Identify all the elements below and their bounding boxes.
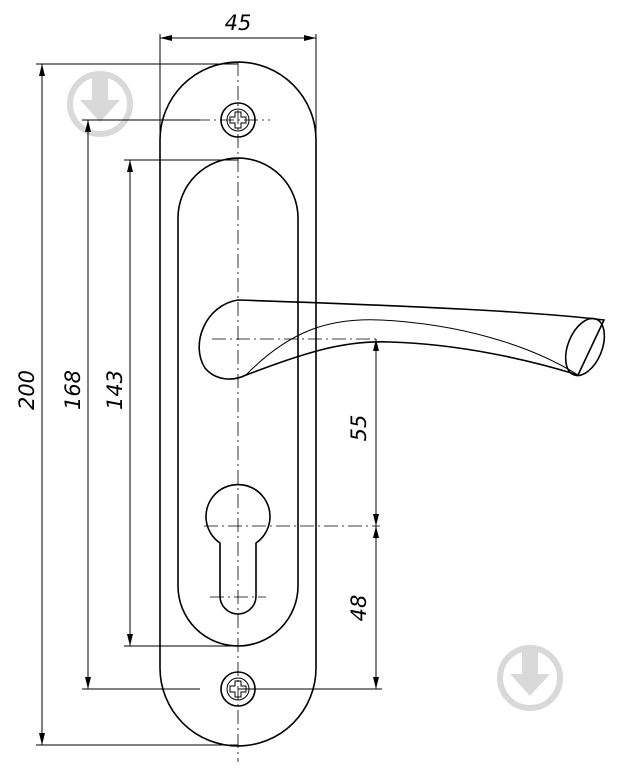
dimension-cylinder-to-screw: 48 <box>238 526 382 690</box>
dimension-handle-to-cylinder: 55 <box>347 339 379 526</box>
dimension-inner-plate-height-label: 143 <box>103 370 127 410</box>
cylinder-keyhole <box>204 483 380 615</box>
dimension-cylinder-to-screw-label: 48 <box>347 595 371 622</box>
download-arrow-icon <box>497 645 563 711</box>
inner-raised-plate <box>177 157 299 647</box>
phillips-screw-icon <box>196 102 270 138</box>
dimension-width-label: 45 <box>225 11 252 35</box>
dimension-handle-to-cylinder-label: 55 <box>347 415 371 442</box>
outer-back-plate <box>159 61 317 747</box>
dimension-screw-spacing: 168 <box>61 119 200 690</box>
dimension-inner-plate-height: 143 <box>103 159 238 647</box>
dimension-overall-height-label: 200 <box>15 370 39 410</box>
dimension-screw-spacing-label: 168 <box>61 370 85 410</box>
dimension-overall-height: 200 <box>15 63 238 746</box>
download-arrow-icon <box>67 71 133 137</box>
dimension-width: 45 <box>159 11 317 140</box>
handle-lever <box>198 299 606 380</box>
